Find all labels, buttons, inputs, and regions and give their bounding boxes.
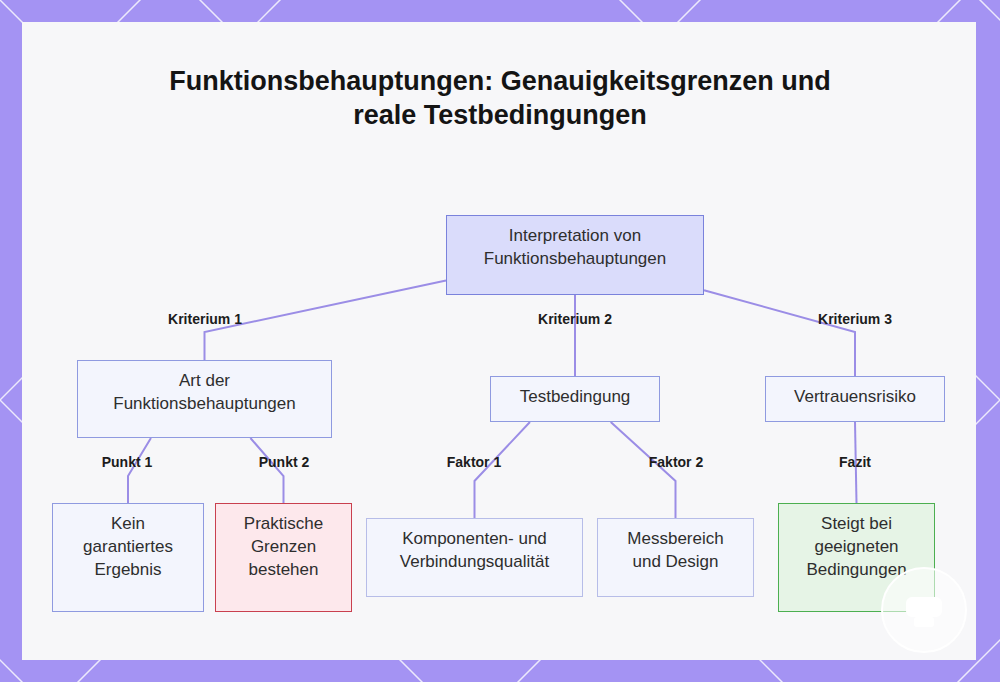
edge-label: Faktor 2 — [649, 454, 703, 470]
process-box: Vertrauensrisiko — [765, 376, 945, 422]
logo-badge — [882, 568, 966, 652]
process-box: Kein garantiertes Ergebnis — [52, 503, 204, 612]
node-label: Komponenten- und Verbindungsqualität — [380, 527, 570, 573]
node-label: Interpretation von Funktionsbehauptungen — [465, 224, 685, 270]
node-label: Steigt bei geeigneten Bedingungen — [802, 512, 912, 581]
connector-line — [704, 290, 855, 376]
connector-line — [574, 295, 576, 376]
process-box: Komponenten- und Verbindungsqualität — [366, 518, 583, 597]
edge-label: Kriterium 3 — [818, 311, 892, 327]
connector-line — [475, 422, 530, 518]
node-label: Kein garantiertes Ergebnis — [73, 512, 183, 581]
node-label: Testbedingung — [495, 385, 655, 408]
edge-label: Kriterium 1 — [168, 311, 242, 327]
connector-line — [128, 438, 151, 503]
process-box: Messbereich und Design — [597, 518, 754, 597]
node-label: Vertrauensrisiko — [770, 385, 940, 408]
node-label: Praktische Grenzen bestehen — [234, 512, 334, 581]
edge-label: Punkt 2 — [259, 454, 310, 470]
edge-label: Punkt 1 — [102, 454, 153, 470]
process-box: Testbedingung — [490, 376, 660, 422]
root-box: Interpretation von Funktionsbehauptungen — [446, 215, 704, 295]
diagram-title: Funktionsbehauptungen: Genauigkeitsgrenz… — [150, 64, 850, 132]
process-box: Steigt bei geeigneten Bedingungen — [778, 503, 935, 612]
connector-line — [250, 438, 283, 503]
node-label: Messbereich und Design — [618, 527, 733, 573]
process-box: Art der Funktionsbehauptungen — [77, 360, 332, 438]
process-box: Praktische Grenzen bestehen — [215, 503, 352, 612]
node-label: Art der Funktionsbehauptungen — [95, 369, 315, 415]
connector-line — [611, 422, 676, 518]
card — [22, 22, 976, 660]
edge-label: Fazit — [839, 454, 871, 470]
edge-label: Faktor 1 — [447, 454, 501, 470]
edge-label: Kriterium 2 — [538, 311, 612, 327]
